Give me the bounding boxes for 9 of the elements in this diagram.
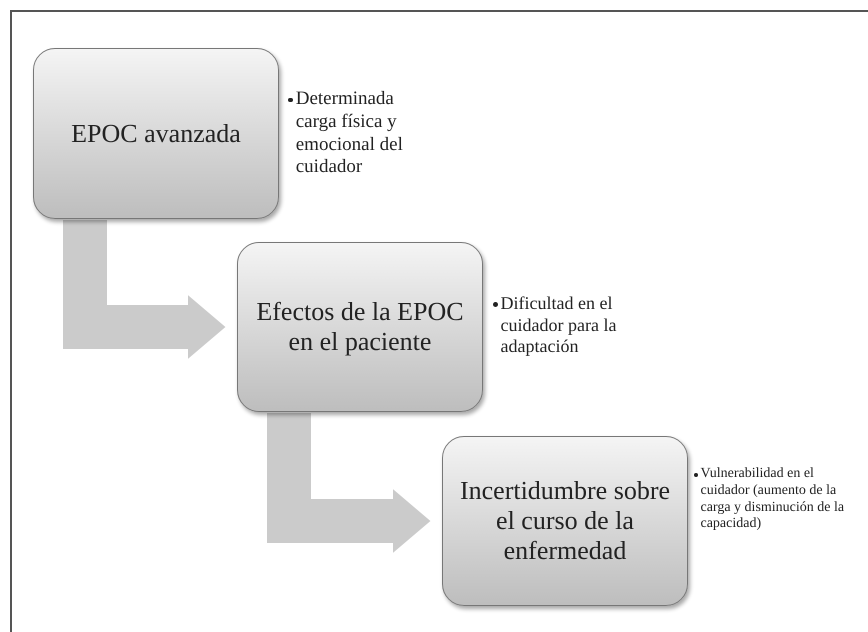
box-label: Efectos de la EPOC en el paciente xyxy=(255,297,465,357)
box-label: Incertidumbre sobre el curso de la enfermedad xyxy=(458,476,672,566)
process-box xyxy=(442,436,688,606)
process-box xyxy=(33,48,279,219)
bullet-text: Determinada carga física y emocional del cuidador xyxy=(296,88,404,180)
bullet-text: Dificultad en el cuidador para la adaptación xyxy=(500,293,618,358)
box-label: EPOC avanzada xyxy=(71,118,241,148)
process-box xyxy=(237,242,483,412)
bullet-text: Vulnerabilidad en el cuidador (aumento de la carga y disminución de la capacidad) xyxy=(700,466,846,534)
